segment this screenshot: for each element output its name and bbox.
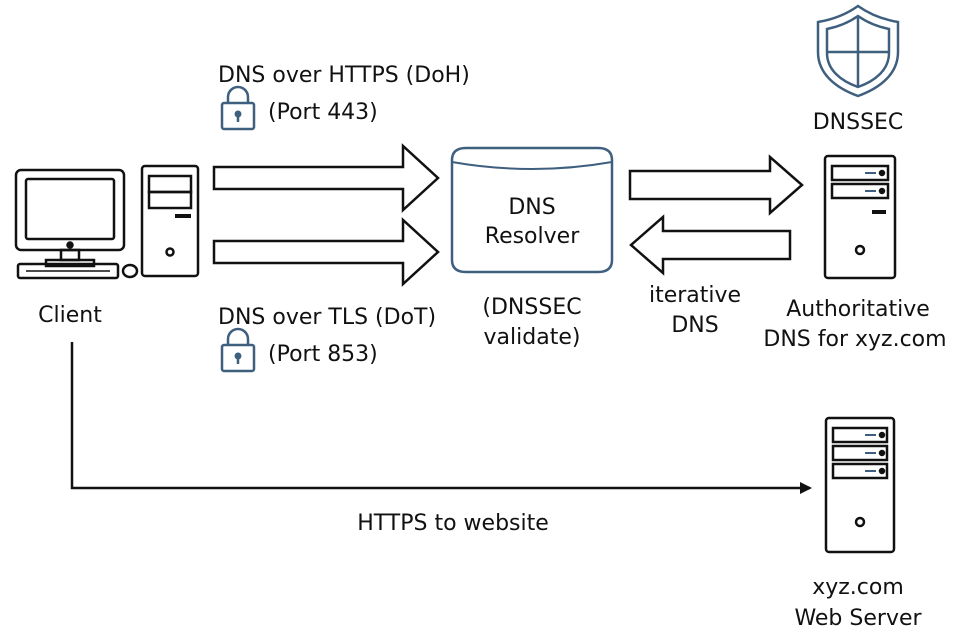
- resolver-box: [450, 146, 614, 274]
- lock-icon: [220, 327, 256, 373]
- authoritative-line1: Authoritative: [786, 297, 930, 322]
- tower-pc-icon: [140, 164, 200, 278]
- doh-arrow: [212, 143, 440, 213]
- resolver-note1: (DNSSEC: [482, 295, 581, 320]
- dnssec-label: DNSSEC: [813, 110, 904, 135]
- webserver-line2: Web Server: [794, 606, 922, 631]
- monitor-icon: [14, 168, 126, 268]
- iterative-line1: iterative: [649, 283, 741, 308]
- mouse-icon: [121, 263, 139, 279]
- server-icon: [823, 154, 897, 280]
- resolver-line1: DNS: [508, 195, 555, 220]
- client-label: Client: [38, 303, 102, 328]
- server-icon: [824, 416, 896, 554]
- iterative-arrow-right: [628, 154, 804, 216]
- doh-title: DNS over HTTPS (DoH): [218, 63, 470, 88]
- authoritative-line2: DNS for xyz.com: [763, 327, 946, 352]
- iterative-arrow-left: [629, 214, 792, 276]
- https-line: [70, 342, 812, 494]
- dot-arrow: [212, 217, 440, 287]
- lock-icon: [220, 85, 256, 131]
- resolver-note2: validate): [484, 325, 581, 350]
- webserver-line1: xyz.com: [812, 575, 904, 600]
- iterative-line2: DNS: [671, 313, 718, 338]
- dot-port: (Port 853): [268, 342, 378, 367]
- resolver-line2: Resolver: [485, 224, 580, 249]
- dot-title: DNS over TLS (DoT): [218, 305, 436, 330]
- keyboard-icon: [16, 262, 120, 280]
- doh-port: (Port 443): [268, 100, 378, 125]
- https-label: HTTPS to website: [357, 511, 549, 536]
- shield-icon: [816, 4, 900, 98]
